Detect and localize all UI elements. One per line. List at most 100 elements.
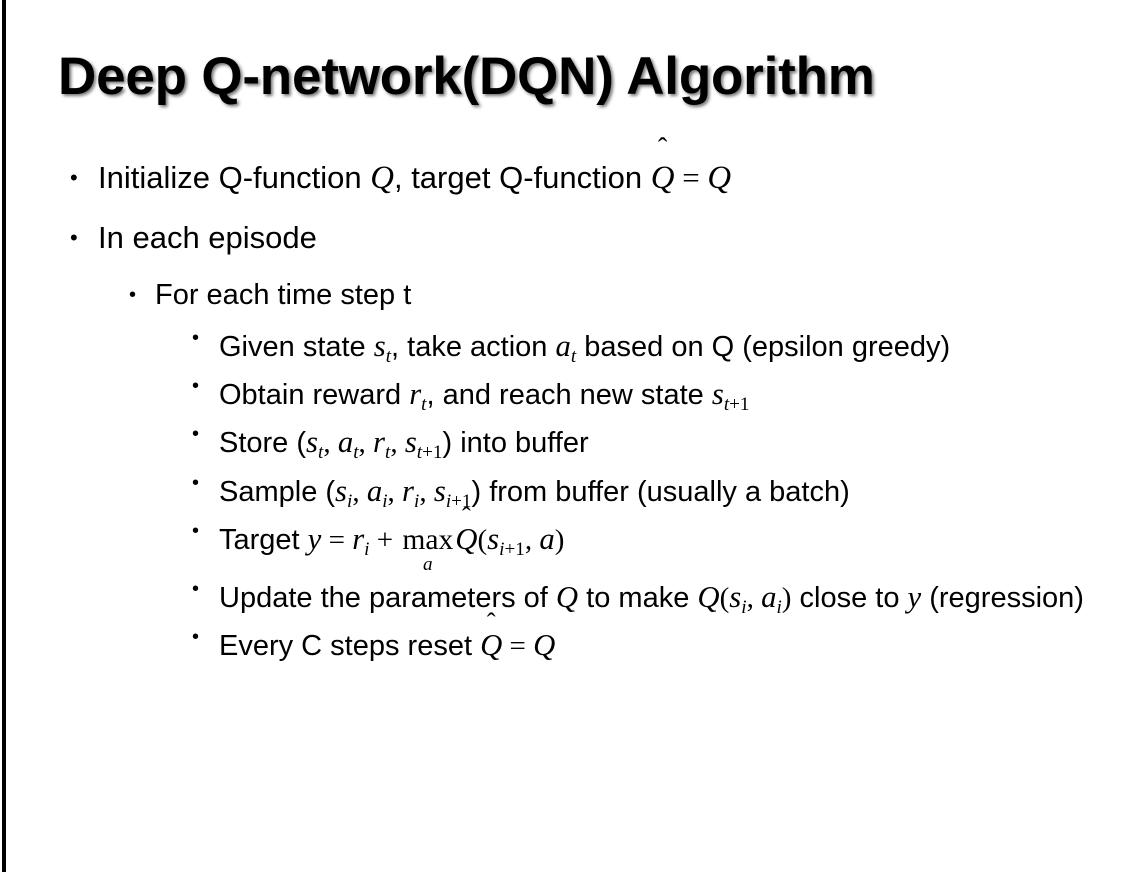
text-comma: , xyxy=(390,427,405,460)
sub-offset: +1 xyxy=(451,490,472,512)
text-mid2: based on Q (epsilon greedy) xyxy=(576,331,951,363)
text-lead: Update the parameters of xyxy=(219,582,556,615)
bullet-glyph-icon: • xyxy=(192,327,200,349)
math-paren-close: ) xyxy=(781,582,792,615)
text-mid: , and reach new state xyxy=(426,379,712,412)
hat-base: Q xyxy=(650,160,675,196)
math-var-a: a xyxy=(366,473,383,508)
math-sub-i: i xyxy=(382,490,388,512)
bullet-sample-batch-text: Sample (si, ai, ri, si+1) from buffer (u… xyxy=(219,468,1096,516)
math-var-s2: s xyxy=(404,425,417,460)
math-sub-t: t xyxy=(385,442,391,464)
math-var-q: Q xyxy=(370,160,394,196)
bullet-for-each-time-step-text: For each time step t xyxy=(155,279,412,311)
math-var-r: r xyxy=(352,521,365,556)
bullet-target-formula-text: Target y = ri + maxâQ(si+1, a) xyxy=(219,516,1096,574)
math-var-q2: Q xyxy=(533,628,556,663)
text-lead: Obtain reward xyxy=(219,379,410,412)
math-var-s: s xyxy=(306,425,318,460)
bullet-reset-target-text: Every C steps reset ̂Q = Q xyxy=(219,622,1096,669)
math-sub-i: i xyxy=(347,490,353,512)
math-sub-t: t xyxy=(318,442,324,464)
bullet-given-state-text: Given state st, take action at based on … xyxy=(219,323,1096,371)
page-title: Deep Q-network(DQN) Algorithm xyxy=(58,47,875,106)
math-var-s: s xyxy=(335,473,348,508)
bullet-glyph-icon: • xyxy=(192,471,200,494)
text-lead: Store ( xyxy=(219,427,307,460)
math-sub-i: i xyxy=(414,490,420,512)
math-var-r: r xyxy=(402,473,415,508)
bullet-store-transition: • Store (st, at, rt, st+1) into buffer xyxy=(0,419,1124,467)
bullet-target-formula: • Target y = ri + maxâQ(si+1, a) xyxy=(0,516,1124,574)
text-mid1: , take action xyxy=(391,331,556,363)
text-tail: ) into buffer xyxy=(442,427,589,460)
text-lead: Given state xyxy=(219,331,374,363)
sub-var: i xyxy=(499,538,505,560)
math-sub-i: i xyxy=(364,538,370,560)
text-comma: , xyxy=(387,475,403,508)
bullet-glyph-icon: • xyxy=(192,578,200,601)
math-sub-t: t xyxy=(353,442,359,464)
hat-base: Q xyxy=(480,628,503,663)
bullet-glyph-icon: • xyxy=(70,165,78,190)
max-label: max xyxy=(402,523,454,556)
math-var-r: r xyxy=(409,377,422,412)
math-var-a: a xyxy=(555,329,571,363)
math-var-q2: Q xyxy=(707,160,732,196)
bullet-update-parameters-text: Update the parameters of Q to make Q(si,… xyxy=(219,574,1096,622)
math-var-a: a xyxy=(539,521,555,556)
sub-offset: +1 xyxy=(504,538,525,560)
math-var-a: a xyxy=(761,580,777,615)
bullet-given-state: • Given state st, take action at based o… xyxy=(0,323,1124,371)
text-comma: , xyxy=(352,475,367,508)
text-tail: (regression) xyxy=(921,582,1084,615)
text-mid1: to make xyxy=(578,582,698,615)
bullet-glyph-icon: • xyxy=(192,626,200,649)
math-var-s: s xyxy=(487,521,500,556)
math-var-s: s xyxy=(711,377,724,412)
math-sub-t-plus-1: t+1 xyxy=(724,394,750,415)
math-equals: = xyxy=(502,630,534,663)
bullet-in-each-episode: • In each episode xyxy=(0,208,1124,267)
sub-var: t xyxy=(723,394,730,416)
sub-offset: +1 xyxy=(729,394,750,416)
hat-base: Q xyxy=(455,521,478,556)
slide-body: • Initialize Q-function Q, target Q-func… xyxy=(0,148,1124,669)
bullet-sample-batch: • Sample (si, ai, ri, si+1) from buffer … xyxy=(0,468,1124,516)
math-sub-t: t xyxy=(421,394,427,416)
math-sub-t-plus-1: t+1 xyxy=(417,443,443,464)
math-sub-i-plus-1: i+1 xyxy=(446,491,472,512)
math-var-q2: Q xyxy=(697,580,720,615)
math-var-s2: s xyxy=(433,473,446,508)
text-lead: Target xyxy=(219,523,308,556)
text-comma: , xyxy=(323,427,338,460)
bullet-reset-target: • Every C steps reset ̂Q = Q xyxy=(0,622,1124,669)
math-var-q-hat: ̂Q xyxy=(455,516,477,563)
text-lead: Sample ( xyxy=(219,475,336,508)
math-var-a: a xyxy=(337,425,354,460)
bullet-obtain-reward: • Obtain reward rt, and reach new state … xyxy=(0,371,1124,419)
math-sub-t: t xyxy=(385,346,392,368)
math-paren-open: ( xyxy=(477,523,488,556)
max-subscript: a xyxy=(423,554,433,576)
bullet-update-parameters: • Update the parameters of Q to make Q(s… xyxy=(0,574,1124,622)
text-comma: , xyxy=(358,427,374,460)
math-var-y: y xyxy=(907,580,922,615)
text-comma: , xyxy=(746,582,762,615)
bullet-initialize: • Initialize Q-function Q, target Q-func… xyxy=(0,148,1124,208)
math-var-s: s xyxy=(729,580,742,615)
math-sub-i-plus-1: i+1 xyxy=(499,539,525,560)
math-sub-i: i xyxy=(741,597,747,619)
left-edge-stripe xyxy=(2,0,6,872)
text-tail: ) from buffer (usually a batch) xyxy=(471,475,850,508)
math-var-s: s xyxy=(373,329,386,363)
sub-var: t xyxy=(416,442,423,464)
bullet-for-each-time-step: • For each time step t xyxy=(0,267,1124,323)
bullet-obtain-reward-text: Obtain reward rt, and reach new state st… xyxy=(219,371,1096,419)
text-comma: , xyxy=(419,475,434,508)
text-comma: , xyxy=(524,523,540,556)
math-paren-open: ( xyxy=(719,582,730,615)
bullet-in-each-episode-text: In each episode xyxy=(98,220,317,255)
